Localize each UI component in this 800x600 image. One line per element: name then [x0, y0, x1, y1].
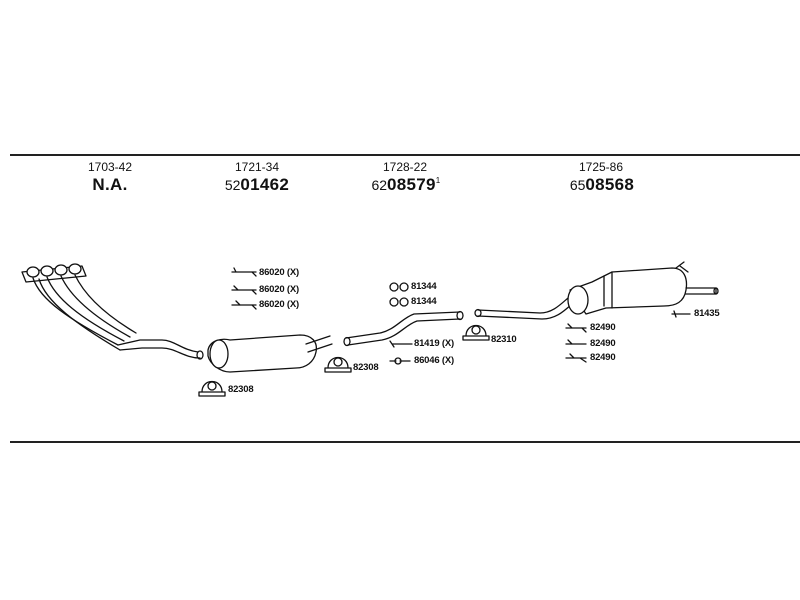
- bottom-rule: [10, 441, 800, 443]
- part-82490-c: 82490: [590, 352, 616, 363]
- column-3-ref: 1728-22: [382, 160, 428, 174]
- part-81344-b: 81344: [411, 296, 437, 307]
- column-3-mark: 1: [435, 176, 441, 185]
- column-3-part-number: 62085791: [336, 175, 476, 195]
- ring-icons-col3: [389, 282, 413, 365]
- column-3-prefix: 62: [371, 177, 388, 193]
- part-81435: 81435: [694, 308, 720, 319]
- part-82490-b: 82490: [590, 338, 616, 349]
- rear-silencer: [474, 261, 719, 320]
- part-86020-b: 86020 (X): [259, 284, 299, 295]
- column-2-prefix: 52: [224, 177, 241, 193]
- bracket-icons-col4: [565, 310, 691, 363]
- column-2-ref: 1721-34: [234, 160, 280, 174]
- top-rule: [10, 154, 800, 156]
- column-1-main: N.A.: [92, 175, 128, 194]
- column-4-main: 08568: [585, 175, 635, 194]
- part-82308-centre: 82308: [353, 362, 379, 373]
- part-86020-a: 86020 (X): [259, 267, 299, 278]
- column-4-ref: 1725-86: [578, 160, 624, 174]
- front-silencer: [207, 334, 333, 373]
- part-82308-front: 82308: [228, 384, 254, 395]
- clamp-82310: [462, 324, 490, 341]
- column-2-part-number: 5201462: [187, 175, 327, 195]
- column-2-main: 01462: [240, 175, 290, 194]
- column-1-part-number: N.A.: [40, 175, 180, 195]
- part-82490-a: 82490: [590, 322, 616, 333]
- exhaust-manifold: [21, 263, 204, 360]
- column-4-prefix: 65: [569, 177, 586, 193]
- part-82310: 82310: [491, 334, 517, 345]
- clamp-82308-centre: [324, 356, 352, 373]
- part-86046: 86046 (X): [414, 355, 454, 366]
- part-86020-c: 86020 (X): [259, 299, 299, 310]
- bracket-icons-col2: [231, 267, 257, 310]
- column-4-part-number: 6508568: [532, 175, 672, 195]
- part-81419: 81419 (X): [414, 338, 454, 349]
- clamp-82308-front: [198, 380, 226, 397]
- column-3-main: 08579: [387, 175, 436, 194]
- part-81344-a: 81344: [411, 281, 437, 292]
- column-1-ref: 1703-42: [87, 160, 133, 174]
- intermediate-pipe: [343, 310, 464, 347]
